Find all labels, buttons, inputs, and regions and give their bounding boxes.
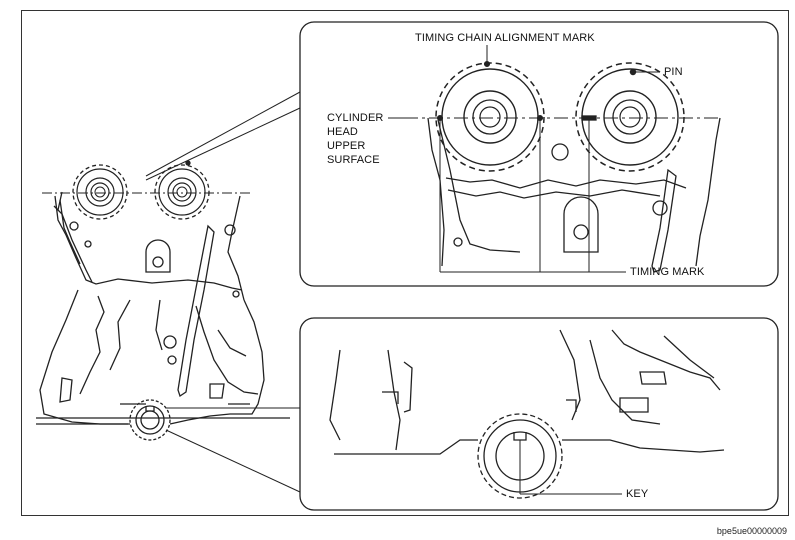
- figure-frame: [21, 10, 789, 516]
- engine-front-view: [36, 160, 290, 441]
- cylinder-head-line-2: HEAD: [327, 126, 358, 138]
- camshaft-detail-inset: [299, 21, 779, 287]
- cylinder-head-line-4: SURFACE: [327, 154, 380, 166]
- pin-label: PIN: [664, 66, 683, 78]
- key-label: KEY: [626, 488, 649, 500]
- crankshaft-detail-drawing: [329, 329, 725, 499]
- cylinder-head-line-1: CYLINDER: [327, 112, 384, 124]
- callout-lines: [145, 91, 301, 493]
- camshaft-detail-drawing: [388, 45, 722, 273]
- crankshaft-detail-inset: [299, 317, 779, 511]
- cylinder-head-upper-surface-label: CYLINDER HEAD UPPER SURFACE: [327, 111, 383, 167]
- timing-chain-alignment-mark-label: TIMING CHAIN ALIGNMENT MARK: [415, 32, 595, 44]
- timing-mark-label: TIMING MARK: [630, 266, 705, 278]
- cylinder-head-line-3: UPPER: [327, 140, 366, 152]
- image-id: bpe5ue00000009: [716, 526, 787, 536]
